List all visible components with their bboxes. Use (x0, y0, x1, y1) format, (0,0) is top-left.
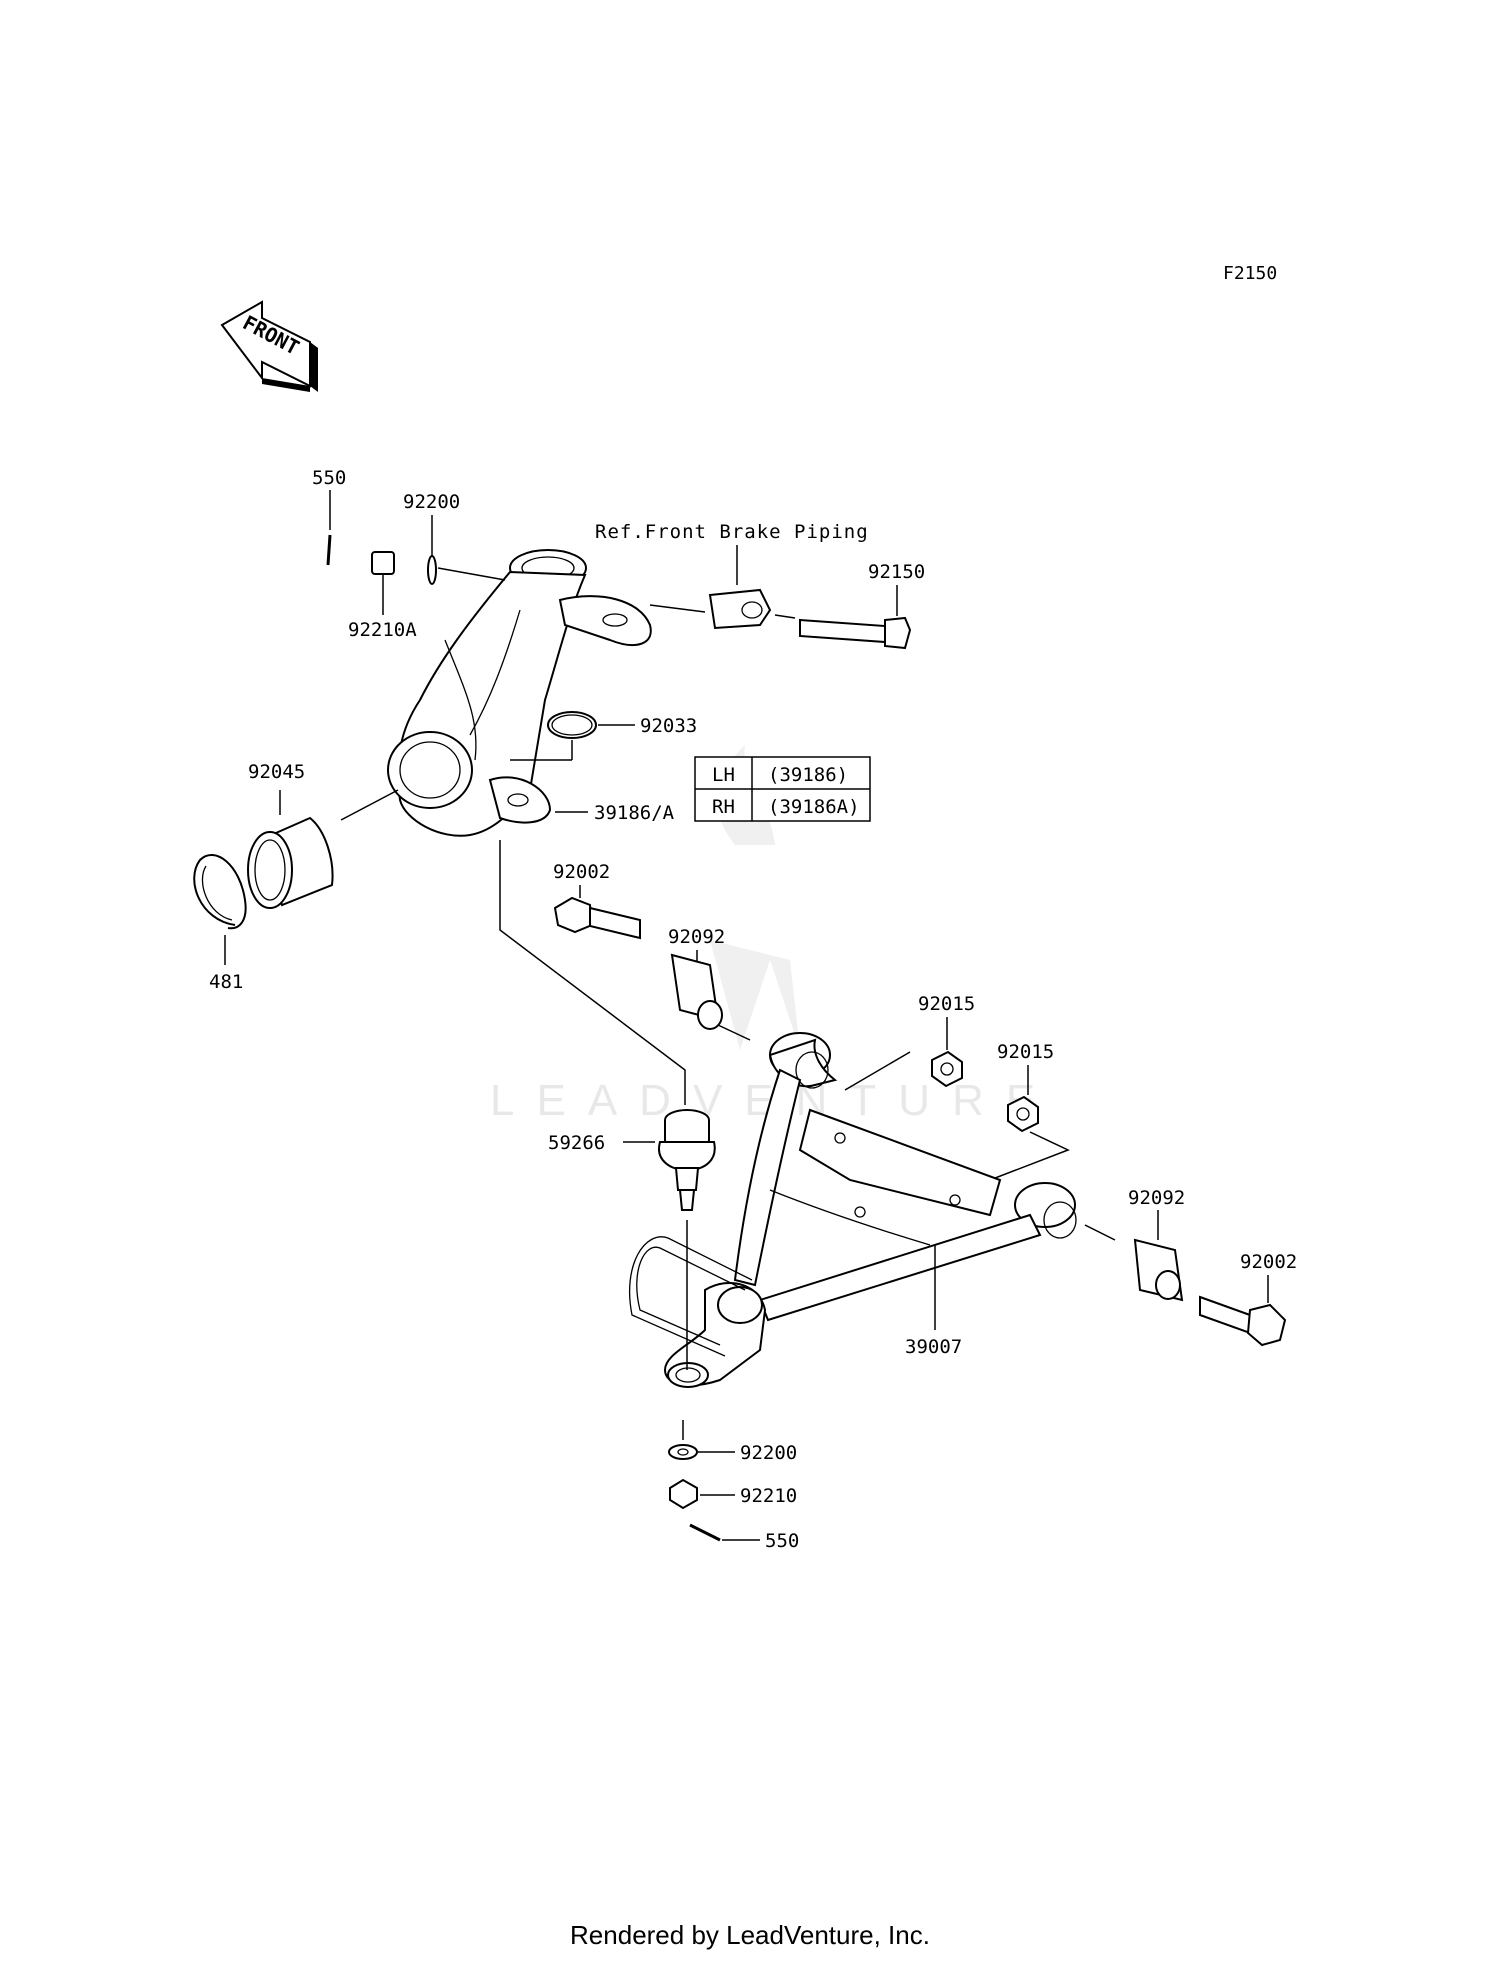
lower-a-arm: 39007 (628, 1032, 1077, 1388)
castle-nut-bottom: 92210 (669, 1478, 797, 1510)
callout-92200-bottom: 92200 (740, 1442, 797, 1464)
bolt-92002-rear: 92002 (1199, 1251, 1297, 1347)
callout-550-bottom: 550 (765, 1530, 799, 1552)
callout-92015-1: 92015 (918, 993, 975, 1015)
callout-39186a: 39186/A (594, 802, 675, 824)
callout-550-top: 550 (312, 467, 346, 489)
washer-bottom: 92200 (668, 1420, 797, 1464)
nut-92015-1: 92015 (844, 993, 975, 1091)
callout-92015-2: 92015 (997, 1041, 1054, 1063)
figure-code: F2150 (1223, 263, 1277, 284)
callout-92092-front: 92092 (668, 926, 725, 948)
side-table: LH (39186) RH (39186A) (694, 756, 871, 822)
callout-92033: 92033 (640, 715, 697, 737)
front-arrow-icon: FRONT (220, 300, 318, 392)
callout-92092-rear: 92092 (1128, 1187, 1185, 1209)
cotter-pin-bottom: 550 (689, 1523, 799, 1552)
table-row-rh-part: (39186A) (768, 796, 860, 818)
bearing-92045: 92045 (247, 761, 399, 909)
bolt-92150: 92150 (799, 561, 925, 650)
leader-knuckle-balljoint (499, 840, 686, 1105)
washer-top: 92200 (403, 491, 506, 585)
callout-92210: 92210 (740, 1485, 797, 1507)
callout-481: 481 (209, 971, 243, 993)
bushing-92092-rear: 92092 (1084, 1187, 1185, 1302)
callout-92210a: 92210A (348, 619, 417, 641)
callout-92002-front: 92002 (553, 861, 610, 883)
reference-note: Ref.Front Brake Piping (595, 521, 869, 543)
callout-39007: 39007 (905, 1336, 962, 1358)
nut-92015-2: 92015 (989, 1041, 1070, 1181)
footer-credit: Rendered by LeadVenture, Inc. (570, 1920, 930, 1950)
bushing-92092-front: 92092 (668, 926, 751, 1041)
castle-nut-top: 92210A (348, 551, 417, 641)
table-row-lh-side: LH (712, 764, 735, 786)
bolt-92002-front: 92002 (553, 861, 641, 940)
callout-92150: 92150 (868, 561, 925, 583)
ball-joint-59266: 59266 (548, 1109, 716, 1370)
steering-knuckle (387, 549, 652, 837)
callout-92045: 92045 (248, 761, 305, 783)
circlip-481: 481 (193, 854, 247, 993)
brake-piping-clip: Ref.Front Brake Piping (595, 521, 869, 630)
o-ring-92033: 92033 (510, 711, 697, 761)
table-row-lh-part: (39186) (768, 764, 848, 786)
cotter-pin-top: 550 (312, 467, 346, 566)
callout-59266: 59266 (548, 1132, 605, 1154)
table-row-rh-side: RH (712, 796, 735, 818)
callout-92200-top: 92200 (403, 491, 460, 513)
callout-92002-rear: 92002 (1240, 1251, 1297, 1273)
